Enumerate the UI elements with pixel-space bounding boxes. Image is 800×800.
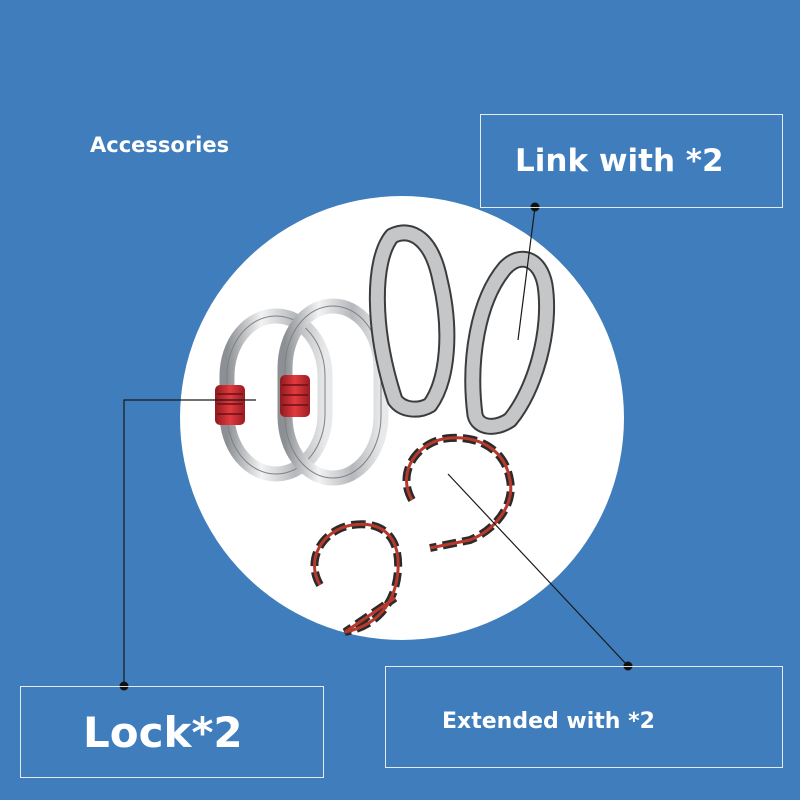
callout-extended: Extended with *2 <box>385 666 783 768</box>
sling-icon <box>368 224 456 418</box>
callout-lock-label: Lock*2 <box>83 707 243 757</box>
callout-extended-label: Extended with *2 <box>442 708 655 734</box>
callout-lock: Lock*2 <box>20 686 324 778</box>
daisy-chain-icon <box>310 520 403 636</box>
red-lock-sleeve <box>215 385 245 425</box>
daisy-chain-icon <box>402 433 515 552</box>
carabiner-icon <box>277 298 389 486</box>
leader-lines <box>123 206 629 686</box>
sling-icon <box>464 250 556 435</box>
extended-leader-line <box>447 473 629 667</box>
callout-link-label: Link with *2 <box>515 143 724 179</box>
background-circle <box>180 196 624 640</box>
red-lock-sleeve <box>280 375 310 417</box>
carabiner-icon <box>215 308 333 482</box>
page-title: Accessories <box>90 133 230 157</box>
callout-link: Link with *2 <box>480 114 783 208</box>
link-leader-line <box>517 206 536 341</box>
lock-leader-line <box>123 399 256 686</box>
